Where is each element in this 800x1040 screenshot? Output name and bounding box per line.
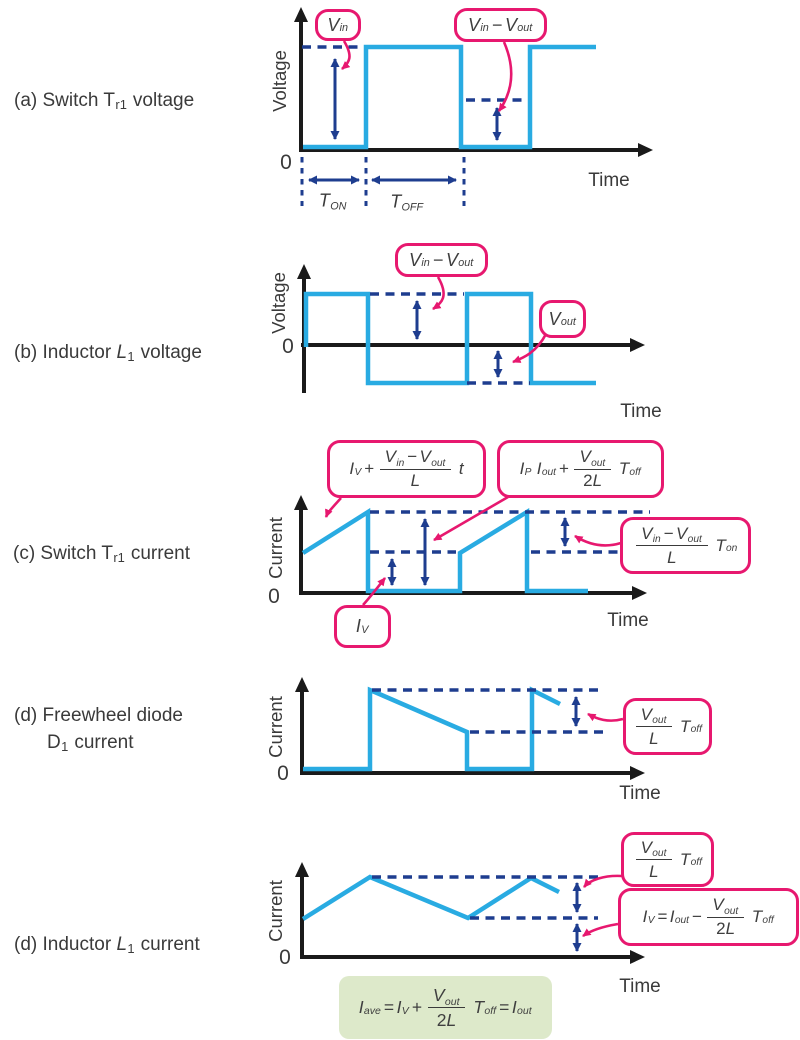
b-vinvout-callout-arrow [432,276,445,311]
a-vin-callout-arrow [341,40,351,70]
panel-a-plot [294,7,653,206]
a-origin-label: 0 [280,151,292,174]
d2-x-axis-label: Time [619,976,661,997]
panel-b-plot [297,264,645,393]
a-vinvout-callout-arrow [497,41,513,112]
c-waveform [301,507,588,594]
c-y-axis-label: Current [265,517,286,579]
b-y-axis-label: Voltage [268,272,289,334]
panel-d2-title: (d) Inductor L1 current [14,934,200,956]
d2-waveform [301,874,561,921]
panel-d2-plot [295,862,645,964]
d2-y-axis-label: Current [265,880,286,942]
c-iv-callout-arrow [362,577,387,606]
a-toff-label: TOFF [390,191,424,214]
b-origin-label: 0 [282,335,294,358]
c-ramp-callout-arrow [324,497,342,518]
d2-origin-label: 0 [279,946,291,969]
a-waveform [303,44,596,150]
c-origin-label: 0 [268,585,280,608]
d2-ripple-callout-arrow [583,874,623,888]
panel-a-title: (a) Switch Tr1 voltage [14,90,195,112]
d1-ripple-callout-arrow [587,712,624,722]
panel-b-title: (b) Inductor L1 voltage [14,342,202,364]
d2-valley-callout-arrow [582,922,619,938]
c-x-axis-label: Time [607,610,649,631]
panel-d1-title-line1: (d) Freewheel diode [14,705,183,726]
panel-c-title: (c) Switch Tr1 current [13,543,190,565]
d1-waveform [303,686,562,772]
panel-d1-title: (d) Freewheel diode D1 current [14,702,183,757]
c-ripple-callout-arrow [574,534,622,547]
panel-c-plot [294,495,650,606]
d1-origin-label: 0 [277,762,289,785]
b-vout-callout-arrow [512,333,548,364]
d1-x-axis-label: Time [619,783,661,804]
a-ton-label: TON [318,190,347,213]
d1-y-axis-label: Current [265,696,286,758]
b-x-axis-label: Time [620,401,662,422]
a-y-axis-label: Voltage [269,50,290,112]
c-peak-callout-arrow [433,495,509,542]
panel-d1-plot [295,677,645,780]
panel-d1-title-line2: D1 current [47,732,134,754]
a-x-axis-label: Time [588,170,630,191]
